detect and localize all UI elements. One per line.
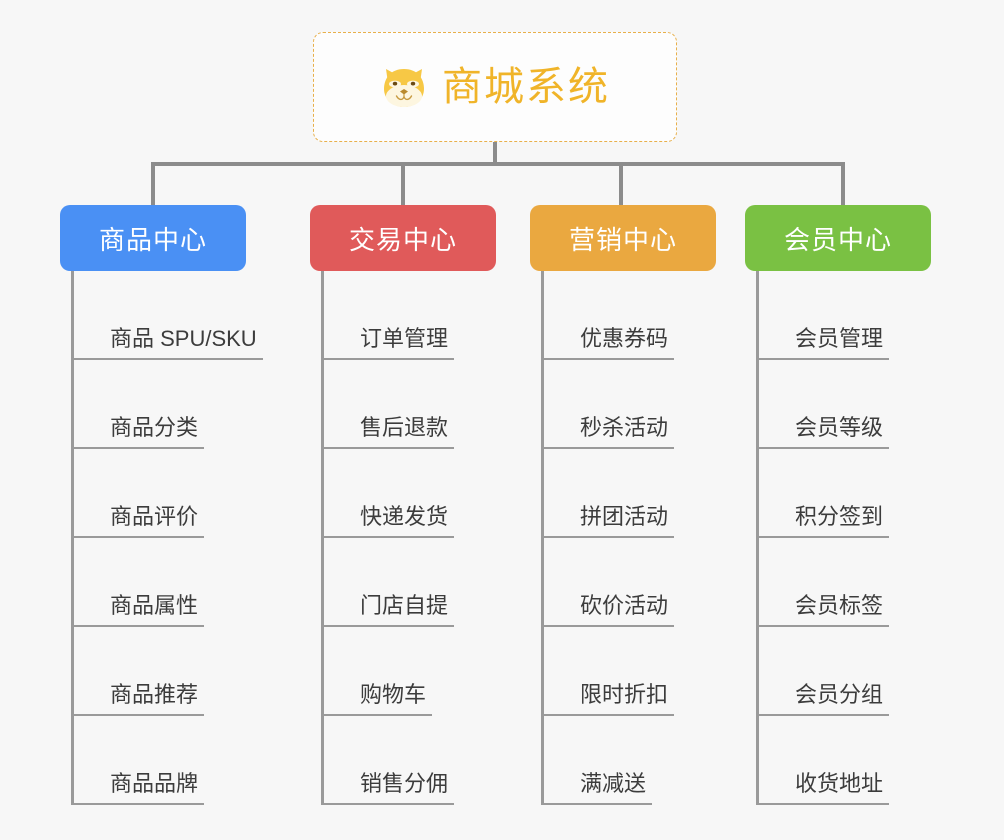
leaf-label: 商品 SPU/SKU	[110, 325, 257, 351]
category-header-1[interactable]: 交易中心	[310, 205, 496, 271]
category-column-交易中心: 交易中心 订单管理 售后退款 快递发货 门店自提 购物车 销售分佣	[310, 205, 510, 805]
leaf-label: 积分签到	[795, 503, 884, 529]
leaf-label: 售后退款	[360, 414, 449, 440]
list-item[interactable]: 会员管理	[759, 271, 945, 360]
leaf-label: 商品属性	[110, 592, 199, 618]
leaf-label: 满减送	[580, 770, 647, 796]
leaf-list-0: 商品 SPU/SKU 商品分类 商品评价 商品属性 商品推荐 商品品牌	[71, 271, 263, 805]
connector-horizontal-bus	[151, 162, 845, 166]
list-item[interactable]: 商品 SPU/SKU	[74, 271, 263, 360]
list-item[interactable]: 会员等级	[759, 360, 945, 449]
leaf-label: 砍价活动	[580, 592, 669, 618]
root-node[interactable]: 商城系统	[313, 32, 677, 142]
list-item[interactable]: 商品评价	[74, 449, 260, 538]
category-column-商品中心: 商品中心 商品 SPU/SKU 商品分类 商品评价 商品属性 商品推荐 商品品牌	[60, 205, 263, 805]
connector-drop-category-3	[841, 162, 845, 207]
leaf-label: 会员分组	[795, 681, 884, 707]
category-header-label: 会员中心	[783, 224, 892, 255]
category-column-营销中心: 营销中心 优惠券码 秒杀活动 拼团活动 砍价活动 限时折扣 满减送	[530, 205, 730, 805]
leaf-list-3: 会员管理 会员等级 积分签到 会员标签 会员分组 收货地址	[756, 271, 945, 805]
list-item[interactable]: 门店自提	[324, 538, 510, 627]
list-item[interactable]: 优惠券码	[544, 271, 730, 360]
leaf-label: 拼团活动	[580, 503, 669, 529]
leaf-label: 订单管理	[360, 325, 449, 351]
list-item[interactable]: 销售分佣	[324, 716, 510, 805]
category-header-label: 交易中心	[348, 224, 457, 255]
connector-drop-category-2	[619, 162, 623, 207]
list-item[interactable]: 积分签到	[759, 449, 945, 538]
leaf-list-2: 优惠券码 秒杀活动 拼团活动 砍价活动 限时折扣 满减送	[541, 271, 730, 805]
list-item[interactable]: 商品品牌	[74, 716, 260, 805]
root-title: 商城系统	[442, 65, 610, 109]
leaf-label: 优惠券码	[580, 325, 669, 351]
connector-drop-category-1	[401, 162, 405, 207]
leaf-label: 限时折扣	[580, 681, 669, 707]
list-item[interactable]: 商品属性	[74, 538, 260, 627]
leaf-label: 秒杀活动	[580, 414, 669, 440]
leaf-label: 商品评价	[110, 503, 199, 529]
category-header-label: 营销中心	[568, 224, 677, 255]
list-item[interactable]: 满减送	[544, 716, 730, 805]
connector-drop-category-0	[151, 162, 155, 207]
list-item[interactable]: 拼团活动	[544, 449, 730, 538]
leaf-label: 购物车	[360, 681, 427, 707]
leaf-list-1: 订单管理 售后退款 快递发货 门店自提 购物车 销售分佣	[321, 271, 510, 805]
leaf-label: 商品品牌	[110, 770, 199, 796]
list-item[interactable]: 商品分类	[74, 360, 260, 449]
leaf-label: 门店自提	[360, 592, 449, 618]
list-item[interactable]: 收货地址	[759, 716, 945, 805]
category-header-label: 商品中心	[98, 224, 207, 255]
leaf-label: 会员管理	[795, 325, 884, 351]
leaf-label: 销售分佣	[360, 770, 449, 796]
category-header-3[interactable]: 会员中心	[745, 205, 931, 271]
leaf-label: 商品分类	[110, 414, 199, 440]
leaf-label: 收货地址	[795, 770, 884, 796]
leaf-label: 商品推荐	[110, 681, 199, 707]
list-item[interactable]: 购物车	[324, 627, 510, 716]
list-item[interactable]: 秒杀活动	[544, 360, 730, 449]
list-item[interactable]: 会员标签	[759, 538, 945, 627]
connector-root-stem	[493, 142, 497, 164]
list-item[interactable]: 快递发货	[324, 449, 510, 538]
list-item[interactable]: 商品推荐	[74, 627, 260, 716]
list-item[interactable]: 售后退款	[324, 360, 510, 449]
list-item[interactable]: 会员分组	[759, 627, 945, 716]
list-item[interactable]: 砍价活动	[544, 538, 730, 627]
leaf-label: 会员标签	[795, 592, 884, 618]
list-item[interactable]: 限时折扣	[544, 627, 730, 716]
leaf-label: 会员等级	[795, 414, 884, 440]
category-column-会员中心: 会员中心 会员管理 会员等级 积分签到 会员标签 会员分组 收货地址	[745, 205, 945, 805]
leaf-label: 快递发货	[360, 503, 449, 529]
list-item[interactable]: 订单管理	[324, 271, 510, 360]
shiba-dog-face-icon	[380, 65, 428, 109]
category-header-0[interactable]: 商品中心	[60, 205, 246, 271]
category-header-2[interactable]: 营销中心	[530, 205, 716, 271]
